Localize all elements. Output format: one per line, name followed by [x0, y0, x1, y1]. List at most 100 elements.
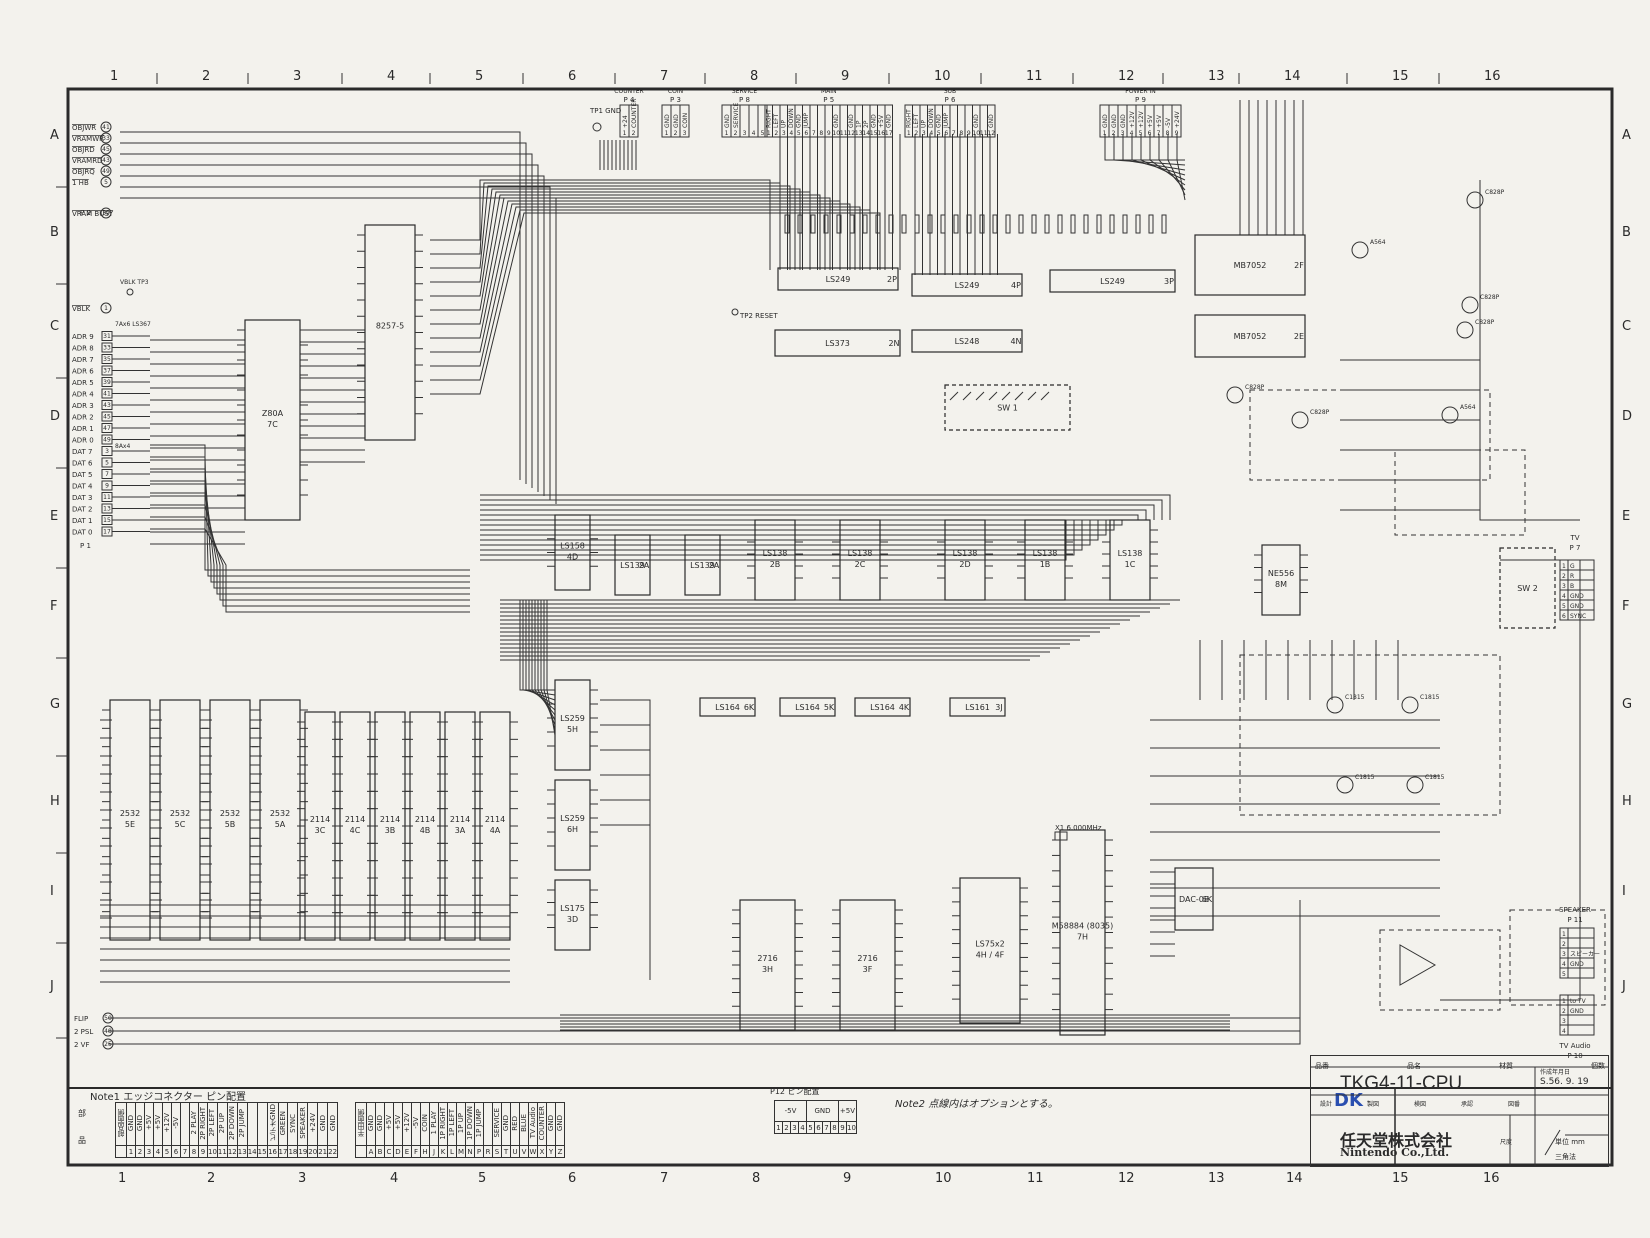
- chip-ref: 4H / 4F: [976, 951, 1005, 960]
- header-part-no: 品番: [1315, 1062, 1329, 1070]
- pin-label: 2P RIGHT: [199, 1106, 207, 1140]
- chip-label: LS138: [1033, 549, 1058, 558]
- chip-label: MB7052: [1234, 332, 1267, 341]
- p12-pin-number: 9: [838, 1121, 847, 1134]
- pin-number: R: [483, 1145, 493, 1158]
- pin-label: GND: [136, 1114, 144, 1132]
- pin-number: 6: [1562, 613, 1566, 620]
- connector-pin-number: 14: [862, 130, 870, 137]
- chip-ref: 2D: [959, 560, 970, 569]
- pin-label-cell: TV Audio: [528, 1102, 538, 1146]
- column-number-top: 4: [387, 69, 395, 84]
- connector-pin-number: 1: [907, 130, 911, 137]
- pin-label-cell: +24V: [307, 1102, 319, 1146]
- pin-number: T: [501, 1145, 511, 1158]
- pin-number: P: [474, 1145, 484, 1158]
- signal-name: DAT 7: [72, 448, 92, 456]
- column-number-top: 14: [1284, 69, 1301, 84]
- crystal-symbol: [1054, 831, 1068, 841]
- switch-contact: [949, 391, 959, 401]
- pin-number: 3: [144, 1145, 154, 1158]
- connector-pin-label: JUMP: [803, 113, 810, 129]
- p12-pin-number: 2: [782, 1121, 791, 1134]
- pin-number: 21: [317, 1145, 329, 1158]
- pin-label: GND: [376, 1114, 384, 1132]
- connector-pin-label: GND: [1570, 593, 1584, 600]
- connector-pin-number: 17: [885, 130, 893, 137]
- connector-group-label: SUB: [944, 88, 956, 95]
- wire: [480, 520, 1083, 551]
- connector-pin-number: 7: [812, 130, 816, 137]
- pin-number: 9: [105, 483, 109, 490]
- connector-pin-number: 7: [952, 130, 956, 137]
- connector-pin-number: 1: [665, 130, 669, 137]
- test-point: [592, 122, 602, 132]
- pin-number: 7: [180, 1145, 190, 1158]
- pin-label: 2P DOWN: [228, 1106, 237, 1140]
- pin-label: -5V: [172, 1117, 180, 1129]
- column-number-bottom: 12: [1118, 1171, 1135, 1186]
- chip-body: [1194, 314, 1306, 358]
- pin-number: 20: [307, 1145, 319, 1158]
- pin-label-cell: 2P LEFT: [207, 1102, 218, 1146]
- chip-label: DAC-08: [1179, 895, 1209, 904]
- pin-number: 1: [1562, 931, 1566, 938]
- connector-pin-label: DOWN: [928, 108, 935, 128]
- pin-label: 1P UP: [457, 1112, 465, 1134]
- wire: [480, 520, 1115, 531]
- signal-name: FLIP: [74, 1015, 88, 1023]
- pin-number: 1: [1562, 998, 1566, 1005]
- column-number-top: 8: [750, 69, 758, 84]
- chip-body: [774, 329, 901, 357]
- pin-label-cell: GND: [546, 1102, 556, 1146]
- connector-group-label: POWER IN: [1125, 88, 1155, 95]
- chip-ref: 4N: [1010, 337, 1021, 346]
- connector-pin-cell: [1567, 937, 1595, 949]
- connector-pin-label: GND: [988, 114, 995, 128]
- signal-name: DAT 0: [72, 529, 92, 537]
- column-number-bottom: 13: [1208, 1171, 1225, 1186]
- wire: [430, 182, 781, 270]
- pin-label-cell: 1P LEFT: [447, 1102, 457, 1146]
- connector-pin-number: 9: [967, 130, 971, 137]
- wire: [519, 600, 555, 691]
- pin-number: 39: [102, 210, 110, 217]
- connector-pin-number: 2: [1112, 130, 1116, 137]
- pin-number: B: [375, 1145, 385, 1158]
- connector-pin: [100, 176, 112, 188]
- signal-name: OBJRD: [72, 146, 95, 154]
- pin-label-cell: 1P JUMP: [474, 1102, 484, 1146]
- transistor: [1401, 696, 1419, 714]
- chip-ref: 4A: [490, 826, 501, 835]
- pin-number: 3: [1562, 583, 1566, 590]
- column-number-top: 3: [293, 69, 301, 84]
- pin-label-cell: +5V: [384, 1102, 394, 1146]
- chip-body: [1024, 519, 1066, 601]
- connector-pin: [102, 1012, 114, 1024]
- connector-pin-label: GND: [833, 114, 840, 128]
- resistor: [1070, 214, 1076, 234]
- pin-number: 1: [104, 305, 108, 312]
- connector-pin-number: 1: [725, 130, 729, 137]
- pin-label-cell: -5V: [411, 1102, 421, 1146]
- row-letter-left: J: [49, 979, 54, 994]
- p12-group-label: -5V: [774, 1100, 807, 1122]
- row-letter-right: E: [1622, 509, 1630, 524]
- header-part-name: 品名: [1407, 1062, 1421, 1070]
- chip-ref: 4K: [899, 703, 910, 712]
- connector-pin-label: GND: [1120, 114, 1127, 128]
- chip-ref: 2A: [709, 561, 720, 570]
- switch-contact: [1027, 391, 1037, 401]
- chip-label: 2532: [170, 809, 190, 818]
- chip-label: 2532: [270, 809, 290, 818]
- connector-pin-label: G: [1570, 563, 1575, 570]
- pin-label: +5V: [145, 1115, 153, 1131]
